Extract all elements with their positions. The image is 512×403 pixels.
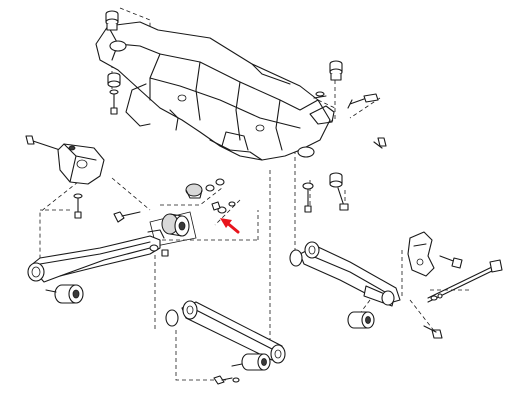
lower-bolt-right [423, 325, 443, 339]
stud-bolt-mid-right [302, 182, 314, 213]
crossmember-mount-bolt-right [329, 60, 343, 81]
bracket-bolt-right [439, 255, 463, 269]
red-arrow-icon [220, 218, 240, 234]
long-bolt-right [427, 259, 503, 303]
bracket-bolt-left [73, 193, 83, 219]
side-bolt-right [313, 91, 387, 149]
assembly-leader-lines [39, 7, 470, 381]
lower-link-bushing-bottom [213, 353, 271, 385]
mount-bushing-lower-right [329, 172, 349, 211]
fastener-set-center [205, 178, 236, 214]
bump-stop [185, 183, 203, 199]
lower-link-arm-center [165, 300, 286, 364]
trailing-arm-bushing-center [149, 211, 197, 247]
arm-bushing-left [45, 284, 84, 304]
mount-bushing-lower-left [107, 72, 121, 115]
arm-nut-left [149, 244, 169, 257]
trailing-arm-left [27, 229, 165, 283]
lateral-link-bushing-right [347, 311, 375, 329]
lateral-link-right [289, 241, 401, 307]
arm-bolt-left [113, 211, 141, 223]
rear-crossmember [95, 21, 335, 161]
crossmember-mount-bolt-left [105, 10, 119, 31]
bracket-knuckle-right [407, 231, 435, 277]
bracket-mount-left [25, 135, 105, 185]
